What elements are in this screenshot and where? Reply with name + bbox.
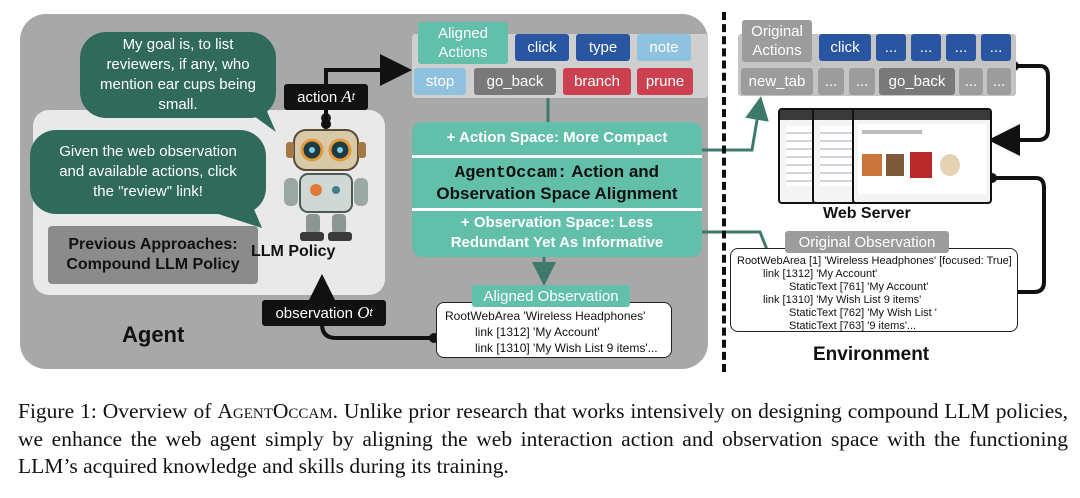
server-to-observation-link [992, 176, 1046, 294]
goal-line: small. [158, 96, 198, 113]
original-observation-box: RootWebArea [1] 'Wireless Headphones' [f… [730, 248, 1018, 332]
original-action: ... [911, 34, 941, 61]
observation-space-benefit-line2: Redundant Yet As Informative [450, 234, 664, 251]
original-action: ... [818, 68, 844, 95]
action-click: click [515, 34, 569, 61]
aligned-observation-box: RootWebArea 'Wireless Headphones' link [… [436, 302, 672, 358]
instruction-line: Given the web observation [59, 143, 237, 160]
goal-line: My goal is, to list [122, 36, 234, 53]
original-action: ... [987, 68, 1011, 95]
action-prune: prune [637, 68, 693, 95]
browser-window-icon [852, 108, 992, 204]
product-thumbnail [940, 154, 960, 176]
agent-title: Agent [122, 322, 185, 347]
action-go-back: go_back [474, 68, 556, 95]
previous-approaches-line2: Compound LLM Policy [66, 256, 240, 273]
original-action: go_back [879, 68, 955, 95]
observation-line: StaticText [763] '9 items'... [789, 320, 917, 332]
previous-approaches-line1: Previous Approaches: [68, 236, 238, 253]
original-action: click [819, 34, 871, 61]
aligned-actions-header: Aligned Actions [418, 22, 508, 64]
original-action: ... [981, 34, 1011, 61]
original-actions-header-line1: Original [751, 23, 803, 40]
agentoccam-title-line2: Observation Space Alignment [436, 184, 678, 203]
original-actions-arrow [702, 96, 769, 152]
caption-body: . Unlike prior research that works inten… [18, 399, 1068, 478]
original-action: ... [849, 68, 875, 95]
product-page [858, 124, 986, 194]
observation-line: link [1310] 'My Wish List 9 items' [763, 294, 922, 306]
action-space-benefit: + Action Space: More Compact [446, 129, 668, 146]
web-server-label: Web Server [823, 205, 911, 222]
agentoccam-name: AgentOccam: [454, 164, 568, 183]
previous-approaches-box: Previous Approaches: Compound LLM Policy [48, 226, 258, 284]
original-action: new_tab [741, 68, 813, 95]
observation-line: RootWebArea [1] 'Wireless Headphones' [f… [737, 255, 1012, 267]
page-heading-bar [862, 130, 922, 134]
original-action: ... [876, 34, 906, 61]
divider [412, 208, 702, 211]
caption-lead: Figure 1: Overview of [18, 399, 218, 423]
robot-icon [284, 113, 368, 241]
aligned-actions-header-line1: Aligned [437, 25, 489, 42]
action-type: type [576, 34, 630, 61]
observation-symbol: O [357, 303, 370, 322]
original-actions-header-line2: Actions [752, 42, 802, 59]
original-observation-header: Original Observation [785, 231, 949, 253]
observation-subscript: t [369, 307, 373, 319]
observation-line: StaticText [762] 'My Wish List ' [789, 307, 937, 319]
aligned-actions-header-line2: Actions [438, 44, 488, 61]
product-thumbnail [862, 154, 882, 176]
action-label-text: action [297, 88, 338, 106]
aligned-observation-header: Aligned Observation [472, 285, 630, 307]
instruction-bubble: Given the web observation and available … [30, 130, 266, 214]
observation-line: link [1312] 'My Account' [763, 268, 878, 280]
figure-caption: Figure 1: Overview of AgentOccam. Unlike… [18, 398, 1068, 481]
goal-bubble: My goal is, to list reviewers, if any, w… [80, 32, 276, 118]
agent-environment-divider [722, 12, 726, 372]
action-to-server-arrow [988, 64, 1050, 156]
original-actions-header: Original Actions [742, 20, 812, 62]
action-subscript: t [351, 91, 355, 103]
observation-label-text: observation [275, 304, 354, 322]
agentoccam-title-rest: Action and [567, 162, 660, 181]
agentoccam-title: AgentOccam: Action and [412, 162, 702, 183]
action-stop: stop [414, 68, 466, 95]
caption-method-name: AgentOccam [217, 399, 333, 423]
browser-titlebar [854, 110, 990, 120]
action-note: note [637, 34, 691, 61]
observation-space-benefit-line1: + Observation Space: Less [460, 214, 654, 231]
product-thumbnail [910, 152, 932, 178]
goal-line: reviewers, if any, who [106, 56, 250, 73]
observation-line: RootWebArea 'Wireless Headphones' [445, 309, 646, 323]
original-action: ... [946, 34, 976, 61]
connectors [306, 54, 1050, 343]
original-action: ... [959, 68, 983, 95]
llm-policy-label: LLM Policy [251, 243, 336, 260]
divider [412, 155, 702, 158]
observation-line: StaticText [761] 'My Account' [789, 281, 929, 293]
action-symbol: A [341, 87, 352, 106]
original-observation-link [702, 230, 770, 253]
agentoccam-box: + Action Space: More Compact AgentOccam:… [412, 122, 702, 257]
observation-line: link [1312] 'My Account' [475, 325, 600, 339]
product-thumbnail [886, 154, 904, 176]
goal-line: mention ear cups being [100, 76, 256, 93]
instruction-line: the "review" link! [93, 183, 203, 200]
instruction-line: and available actions, click [59, 163, 237, 180]
action-branch: branch [563, 68, 631, 95]
environment-title: Environment [813, 344, 930, 365]
observation-line: link [1310] 'My Wish List 9 items'... [475, 341, 658, 355]
